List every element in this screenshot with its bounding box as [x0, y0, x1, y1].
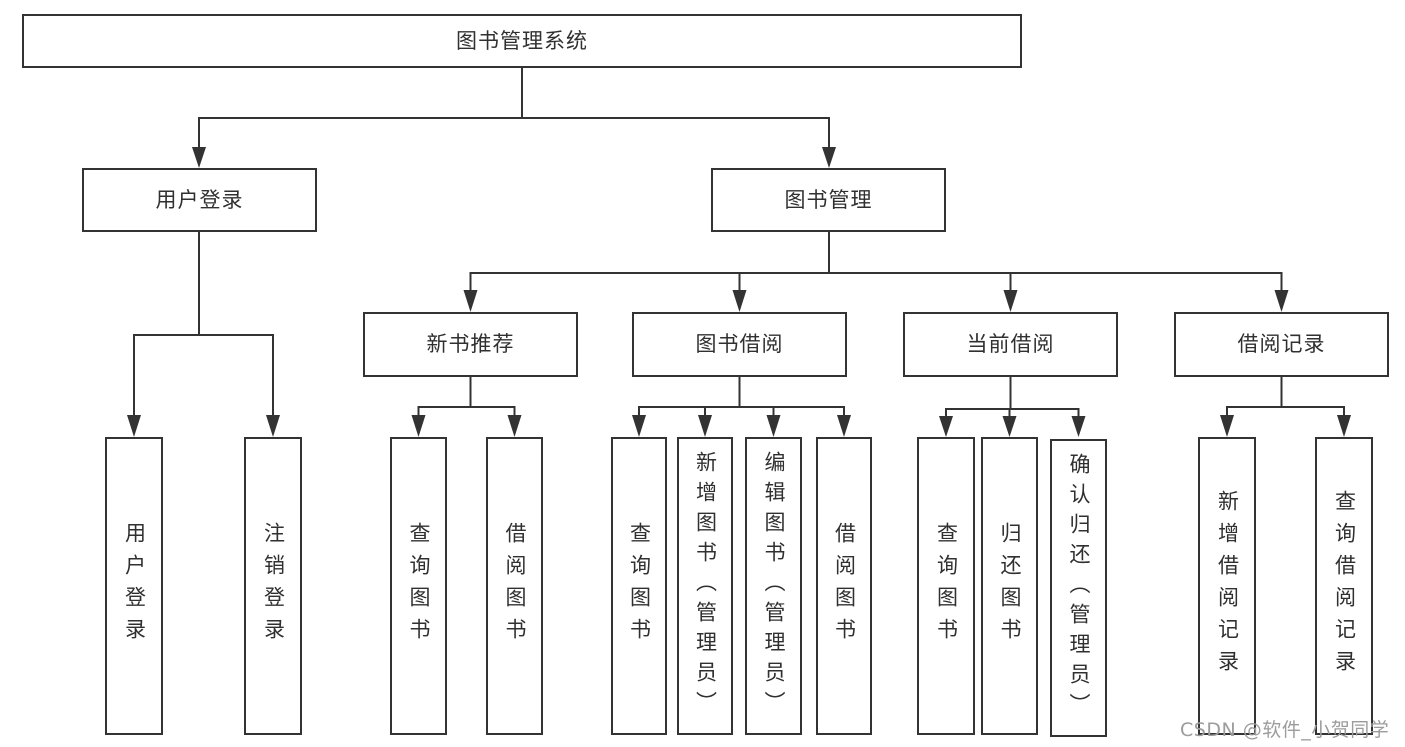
node-label: 用户登录 — [122, 522, 147, 650]
node-label: 图书管理系统 — [456, 28, 588, 53]
node-label: 查询图书 — [627, 522, 652, 650]
node-label: 借阅记录 — [1237, 332, 1326, 356]
leaf-query-books: 查询图书 — [611, 437, 667, 735]
node-label: 编辑图书（管理员） — [762, 451, 786, 721]
node-label: 借阅图书 — [503, 522, 527, 650]
node-current-borrowing: 当前借阅 — [903, 312, 1118, 377]
csdn-watermark: CSDN @软件_小贺同学 — [1180, 719, 1390, 741]
node-label: 新增借阅记录 — [1215, 490, 1240, 682]
node-label: 注销登录 — [261, 522, 286, 650]
leaf-logout: 注销登录 — [244, 437, 302, 735]
node-root: 图书管理系统 — [22, 14, 1022, 68]
leaf-query-borrow-record: 查询借阅记录 — [1315, 437, 1373, 735]
node-label: 图书借阅 — [695, 332, 784, 356]
leaf-return-books: 归还图书 — [981, 437, 1038, 735]
node-label: 借阅图书 — [832, 522, 857, 650]
node-book-borrowing: 图书借阅 — [632, 312, 847, 377]
leaf-add-borrow-record: 新增借阅记录 — [1198, 437, 1256, 735]
node-user-login: 用户登录 — [82, 168, 317, 232]
leaf-user-login: 用户登录 — [105, 437, 163, 735]
node-new-book-recommend: 新书推荐 — [363, 312, 578, 377]
leaf-borrow-books: 借阅图书 — [486, 437, 543, 735]
leaf-query-books: 查询图书 — [390, 437, 447, 735]
leaf-edit-books-admin: 编辑图书（管理员） — [745, 437, 802, 735]
leaf-confirm-return-admin: 确认归还（管理员） — [1050, 439, 1107, 737]
node-book-management: 图书管理 — [711, 168, 946, 232]
node-borrowing-records: 借阅记录 — [1174, 312, 1389, 377]
leaf-query-books: 查询图书 — [917, 437, 975, 735]
leaf-add-books-admin: 新增图书（管理员） — [677, 437, 733, 735]
node-label: 归还图书 — [998, 522, 1022, 650]
node-label: 新书推荐 — [426, 332, 515, 356]
node-label: 查询图书 — [407, 522, 431, 650]
leaf-borrow-books: 借阅图书 — [816, 437, 872, 735]
node-label: 当前借阅 — [966, 332, 1055, 356]
node-label: 用户登录 — [155, 187, 244, 212]
node-label: 确认归还（管理员） — [1067, 453, 1091, 723]
node-label: 查询图书 — [934, 522, 959, 650]
node-label: 新增图书（管理员） — [693, 451, 718, 721]
node-label: 查询借阅记录 — [1332, 490, 1357, 682]
node-label: 图书管理 — [784, 187, 873, 212]
